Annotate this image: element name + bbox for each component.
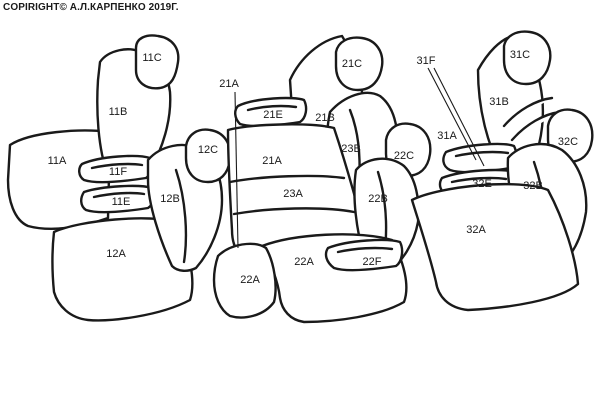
label-21b: 21B [315,112,335,124]
label-31c: 31C [510,49,530,61]
label-31b: 31B [489,96,509,108]
copyright-notice: COPIRIGHT© А.Л.КАРПЕНКО 2019Г. [3,2,179,13]
part-32a [410,182,580,312]
label-21a-top: 21A [219,78,239,90]
label-31a: 31A [437,130,457,142]
part-22a-block [212,242,277,319]
label-31f: 31F [417,55,436,67]
label-21e: 21E [263,109,283,121]
label-23a: 23A [283,188,303,200]
leader-31f [427,67,477,161]
label-12c: 12C [198,144,218,156]
label-32a: 32A [466,224,486,236]
part-11f [78,154,154,184]
label-21c: 21C [342,58,362,70]
label-32c: 32C [558,136,578,148]
part-12a [51,217,194,322]
label-22f: 22F [363,256,382,268]
leader-21a [234,91,239,249]
label-32b: 32B [523,180,543,192]
seat-middle [212,34,432,324]
label-12b: 12B [160,193,180,205]
label-32e: 32E [472,178,492,190]
label-12a: 12A [106,248,126,260]
part-31c [502,30,552,86]
seat-right [410,30,594,312]
seat-left [6,34,232,322]
label-21a: 21A [262,155,282,167]
label-22a: 22A [294,256,314,268]
label-11f: 11F [109,166,127,178]
label-11b: 11B [109,106,128,118]
leader-31f-b [433,67,485,167]
label-22b: 22B [368,193,388,205]
label-11c: 11C [142,52,161,64]
part-11c [134,34,180,90]
label-23b: 23B [341,143,361,155]
label-22a-block: 22A [240,274,260,286]
part-21c [334,36,384,92]
label-11e: 11E [112,196,131,208]
label-22c: 22C [394,150,414,162]
label-11a: 11A [48,155,67,167]
